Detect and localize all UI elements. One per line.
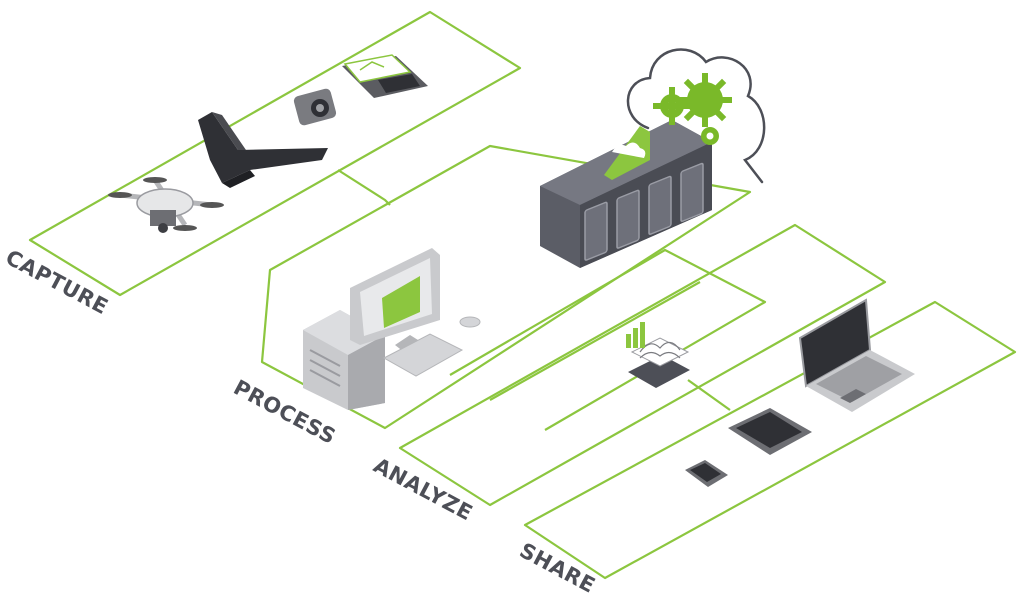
desktop-computer-icon <box>303 248 481 410</box>
laptop-icon <box>798 298 915 412</box>
smartphone-icon <box>685 460 728 487</box>
capture-band <box>28 10 522 297</box>
tablet-icon <box>728 408 812 455</box>
analyze-label: ANALYZE <box>370 453 477 525</box>
3d-analytics-icon <box>626 322 690 388</box>
quadcopter-drone-icon <box>108 177 224 233</box>
analyze-band <box>398 223 887 507</box>
process-band <box>260 144 752 430</box>
fixed-wing-drone-icon <box>198 112 328 188</box>
server-rack-icon <box>540 120 712 268</box>
camera-icon <box>293 88 337 126</box>
cloud-gears-icon <box>626 48 766 184</box>
share-band <box>523 300 1017 580</box>
tablet-map-icon <box>342 54 428 98</box>
